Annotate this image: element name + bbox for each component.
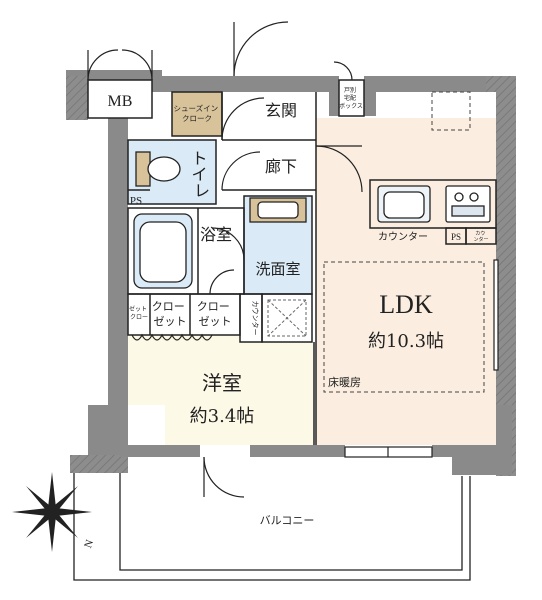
stove-icon xyxy=(445,185,491,223)
kitchen-sink-icon xyxy=(377,185,431,223)
storage-x-mark xyxy=(267,299,307,337)
doors xyxy=(87,21,363,498)
interior-walls xyxy=(87,79,497,445)
closet-2-label: クロー ゼット xyxy=(197,300,234,328)
delivery-box-line1: 戸別 xyxy=(344,86,356,94)
toilet-icon xyxy=(135,151,181,187)
delivery-box-label: 戸別 宅配 ボックス xyxy=(339,86,363,110)
right-window xyxy=(493,259,499,371)
closet-1-label: クロー ゼット xyxy=(152,300,189,328)
ceiling-box-mark xyxy=(431,91,471,131)
ldk-label: LDK xyxy=(379,290,433,319)
delivery-box-line2: 宅配 xyxy=(344,94,356,102)
toilet-label: ト イ レ xyxy=(191,149,212,200)
toilet-char-3: レ xyxy=(194,181,210,200)
floor-heating-label: 床暖房 xyxy=(328,375,361,389)
washroom-label: 洗面室 xyxy=(255,260,300,278)
genkan-label: 玄関 xyxy=(265,101,297,120)
bedroom-label: 洋室 xyxy=(202,371,242,395)
counter-vertical-label: カウンター xyxy=(251,301,260,336)
shoes-in-cloak-label: シューズイン クローク xyxy=(173,103,220,123)
bedroom-area-label: 約3.4帖 xyxy=(190,406,255,427)
ldk-sliding-window xyxy=(344,446,433,458)
ldk-area-label: 約10.3帖 xyxy=(368,331,444,352)
delivery-box-line3: ボックス xyxy=(339,102,363,110)
counter-small-label: カウ ンター xyxy=(473,230,488,243)
counter-kitchen-label: カウンター xyxy=(378,231,428,243)
toilet-char-2: イ xyxy=(191,165,207,184)
shoes-in-cloak-line1: シューズイン xyxy=(173,103,218,113)
closet-2-line2: ゼット xyxy=(199,315,232,328)
closet-small-line2: クロー xyxy=(130,314,148,321)
corridor-label: 廊下 xyxy=(265,157,297,176)
counter-small-line2: ンター xyxy=(473,236,488,243)
closet-2-line1: クロー xyxy=(197,300,230,313)
closet-1-line1: クロー xyxy=(152,300,185,313)
wash-basin-icon xyxy=(249,197,307,223)
closet-1-line2: ゼット xyxy=(154,315,187,328)
north-label: N xyxy=(82,538,96,550)
bath-label: 浴室 xyxy=(200,225,232,244)
balcony-label: バルコニー xyxy=(260,514,315,527)
ps-left-label: PS xyxy=(130,195,142,207)
toilet-char-1: ト xyxy=(191,149,207,168)
balcony-outline xyxy=(73,473,471,581)
closet-small-label: ゼット クロー xyxy=(129,305,149,321)
floor-heating-area xyxy=(323,261,485,393)
closet-small-line1: ゼット xyxy=(129,305,147,313)
compass-icon xyxy=(12,472,92,552)
mb-label: MB xyxy=(108,93,133,110)
counter-small-line1: カウ xyxy=(475,230,485,237)
shoes-in-cloak-line2: クローク xyxy=(182,114,212,123)
ps-right-label: PS xyxy=(451,232,461,242)
bathtub-icon xyxy=(133,213,193,289)
